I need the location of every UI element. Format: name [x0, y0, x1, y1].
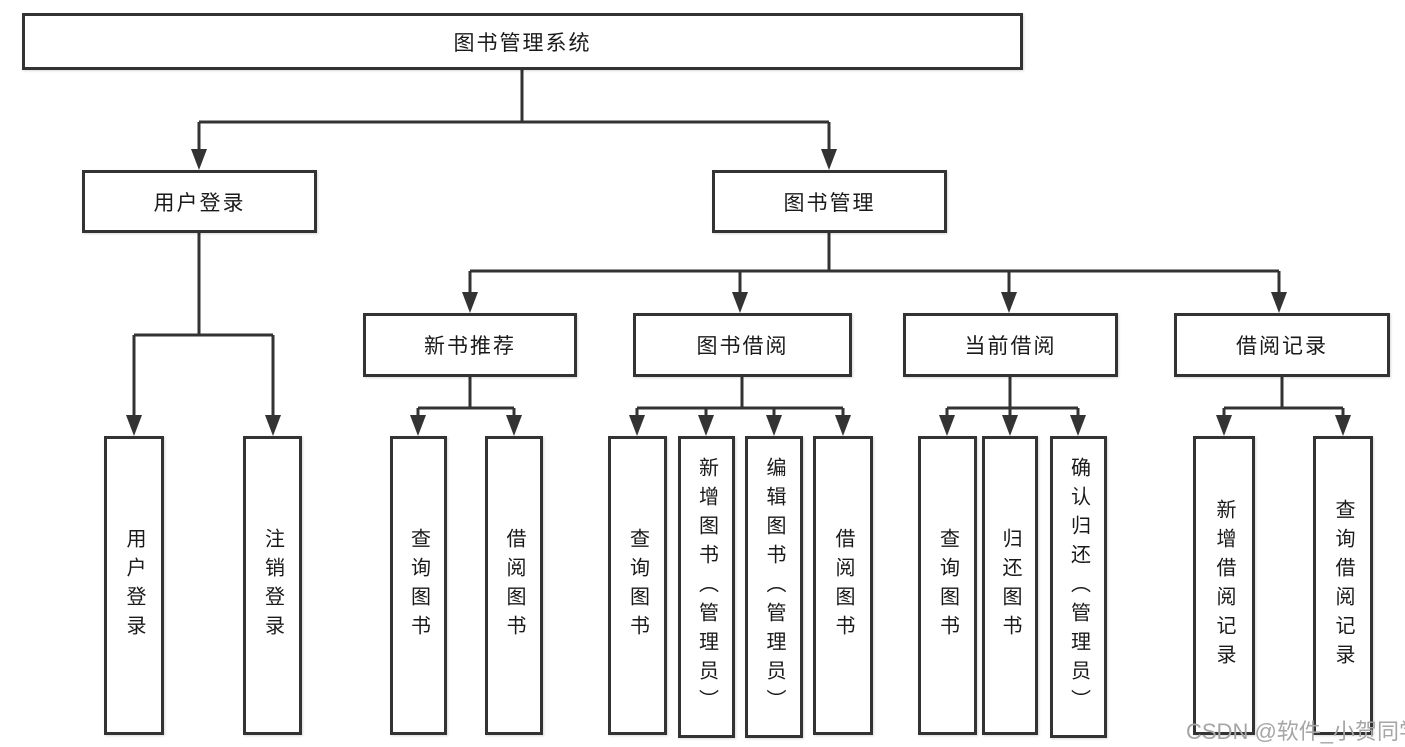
- leaf-borrow-books: 借阅图书: [813, 436, 873, 735]
- leaf-label: 查询借阅记录: [1332, 498, 1354, 673]
- node-current-borrow: 当前借阅: [903, 313, 1118, 377]
- leaf-edit-books-admin: 编辑图书（管理员）: [745, 436, 803, 738]
- leaf-borrow-books-recommend: 借阅图书: [485, 436, 543, 735]
- leaf-query-borrow-record: 查询借阅记录: [1313, 436, 1373, 735]
- leaf-confirm-return-admin: 确认归还（管理员）: [1050, 436, 1107, 738]
- leaf-query-books-current: 查询图书: [918, 436, 977, 735]
- node-label: 当前借阅: [964, 335, 1057, 358]
- leaf-label: 用户登录: [123, 527, 145, 644]
- leaf-label: 借阅图书: [832, 527, 854, 644]
- node-new-book-recommend: 新书推荐: [363, 313, 577, 377]
- leaf-add-borrow-record: 新增借阅记录: [1193, 436, 1255, 735]
- leaf-label: 归还图书: [999, 527, 1021, 644]
- csdn-watermark: CSDN @软件_小贺同学: [1186, 719, 1405, 744]
- node-label: 图书管理: [783, 191, 876, 215]
- node-book-borrow: 图书借阅: [633, 313, 852, 377]
- leaf-label: 查询图书: [936, 527, 959, 644]
- node-root-label: 图书管理系统: [453, 31, 592, 55]
- leaf-query-books-borrow: 查询图书: [608, 436, 667, 735]
- leaf-return-books: 归还图书: [982, 436, 1038, 735]
- leaf-label: 借阅图书: [503, 527, 525, 644]
- leaf-logout: 注销登录: [243, 436, 302, 735]
- leaf-label: 查询图书: [407, 527, 430, 644]
- node-label: 借阅记录: [1236, 335, 1328, 358]
- leaf-user-login: 用户登录: [104, 436, 164, 735]
- leaf-query-books-recommend: 查询图书: [390, 436, 447, 735]
- leaf-label: 查询图书: [626, 527, 649, 644]
- leaf-label: 新增图书（管理员）: [695, 456, 718, 718]
- node-label: 新书推荐: [424, 335, 516, 358]
- node-label: 图书借阅: [696, 335, 789, 358]
- node-borrow-records: 借阅记录: [1174, 313, 1390, 377]
- node-label: 用户登录: [153, 191, 246, 215]
- leaf-label: 新增借阅记录: [1213, 498, 1235, 673]
- node-book-management-module: 图书管理: [712, 170, 947, 233]
- leaf-add-books-admin: 新增图书（管理员）: [678, 436, 735, 738]
- leaf-label: 确认归还（管理员）: [1067, 456, 1090, 718]
- node-root-system: 图书管理系统: [22, 13, 1023, 70]
- node-user-login-module: 用户登录: [82, 170, 317, 233]
- leaf-label: 注销登录: [261, 527, 284, 644]
- leaf-label: 编辑图书（管理员）: [763, 456, 785, 718]
